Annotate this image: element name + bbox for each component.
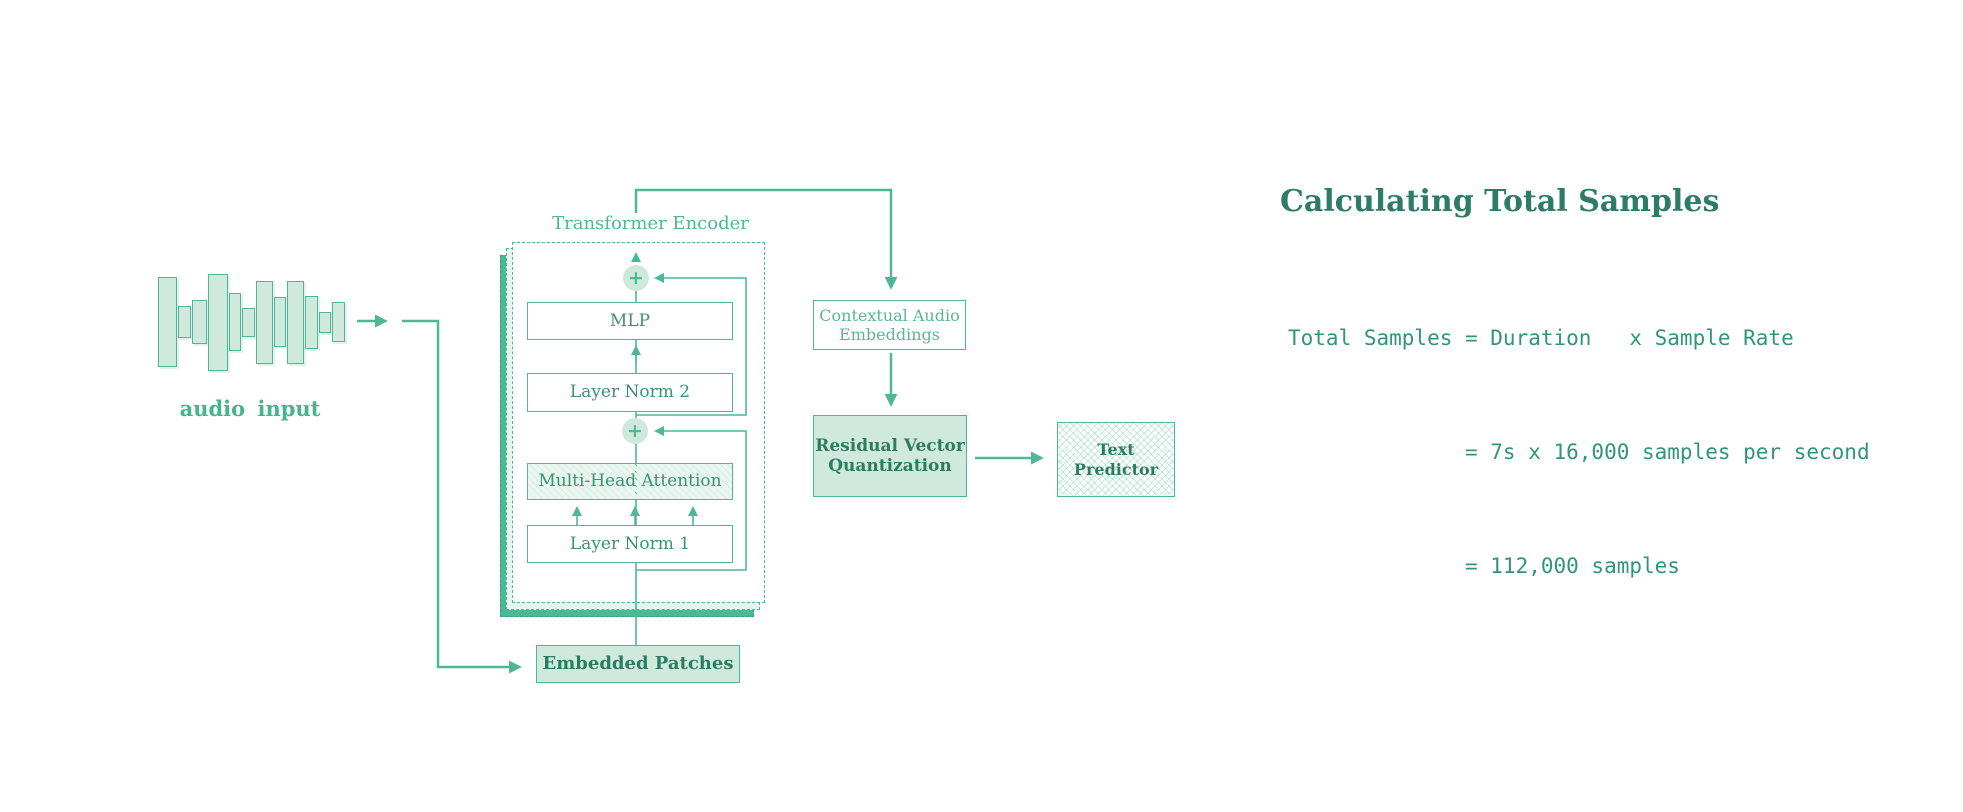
cae-label-line1: Contextual Audio (819, 305, 960, 325)
residual-loop-2 (636, 426, 747, 571)
layer-norm-1-label: Layer Norm 1 (569, 533, 691, 554)
rvq-label-line2: Quantization (828, 456, 952, 476)
equation-line-3: = 112,000 samples (1288, 554, 1680, 578)
waveform-bar (241, 307, 255, 337)
audio-input-label: audio input (179, 396, 321, 421)
cae-label-line2: Embeddings (839, 325, 940, 344)
plus-sign: + (627, 419, 643, 442)
mlp-label: MLP (609, 310, 651, 331)
waveform-bar (191, 300, 207, 344)
rvq-label-line1: Residual Vector (815, 435, 965, 456)
waveform-bar (331, 302, 345, 342)
waveform-bar (318, 311, 331, 333)
waveform-bar (273, 297, 286, 347)
equation-line-2: = 7s x 16,000 samples per second (1288, 440, 1870, 464)
plus-sign: + (628, 266, 644, 289)
embedded-patches-box: Embedded Patches (536, 645, 740, 683)
multi-head-attention-box: Multi-Head Attention (527, 463, 733, 500)
waveform-bar (157, 277, 177, 367)
contextual-audio-embeddings-box: Contextual Audio Embeddings (813, 300, 966, 350)
audio-waveform-icon (152, 272, 350, 372)
waveform-bar (255, 280, 273, 364)
residual-add-icon: + (623, 265, 649, 291)
text-predictor-label-line2: Predictor (1073, 459, 1159, 479)
embedded-patches-label: Embedded Patches (542, 653, 734, 675)
transformer-encoder-title: Transformer Encoder (552, 213, 749, 234)
residual-loop-1 (636, 273, 747, 416)
residual-add-icon: + (622, 418, 648, 444)
residual-vector-quantization-box: Residual Vector Quantization (813, 415, 967, 497)
text-predictor-label-line1: Text (1097, 440, 1135, 460)
layer-norm-2-box: Layer Norm 2 (527, 373, 733, 412)
waveform-bar (286, 280, 304, 364)
waveform-bar (304, 295, 318, 349)
arrow-audio-to-embedded-patches (402, 319, 522, 674)
notes-equations: Total Samples = Duration x Sample Rate =… (1288, 243, 1870, 661)
waveform-bar (207, 273, 228, 371)
multi-head-attention-label: Multi-Head Attention (538, 471, 722, 492)
notes-heading: Calculating Total Samples (1280, 184, 1720, 219)
layer-norm-1-box: Layer Norm 1 (527, 525, 733, 563)
text-predictor-box: Text Predictor (1057, 422, 1175, 497)
waveform-bar (228, 293, 241, 351)
arrow-encoder-to-contextual-embeddings (634, 188, 898, 290)
mlp-box: MLP (527, 302, 733, 340)
equation-line-1: Total Samples = Duration x Sample Rate (1288, 326, 1794, 350)
waveform-bar (177, 306, 191, 338)
layer-norm-2-label: Layer Norm 2 (569, 382, 691, 403)
